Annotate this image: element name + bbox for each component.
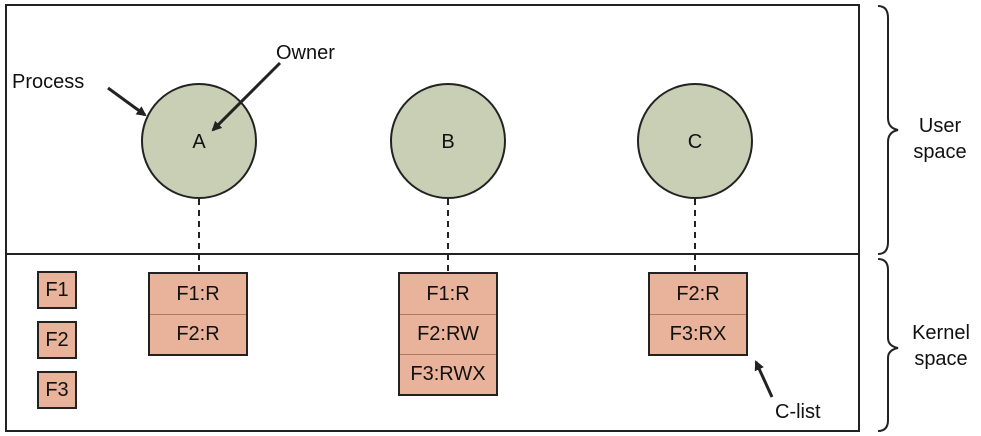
clist-c-entry: F3:RX bbox=[650, 314, 746, 354]
process-c-label: C bbox=[687, 131, 703, 153]
file-object-f2: F2 bbox=[37, 321, 77, 359]
kernel-space-line-2: space bbox=[914, 348, 968, 370]
file-object-f3: F3 bbox=[37, 371, 77, 409]
process-label: Process bbox=[12, 71, 85, 93]
clist-a: F1:R F2:R bbox=[148, 272, 248, 356]
process-b-circle bbox=[390, 83, 506, 199]
process-c-circle bbox=[637, 83, 753, 199]
process-a-label: A bbox=[192, 131, 206, 153]
clist-a-entry: F1:R bbox=[176, 282, 220, 305]
kernel-space-brace bbox=[877, 258, 899, 432]
user-space-line-1: User bbox=[918, 115, 962, 137]
file-object-f1: F1 bbox=[37, 271, 77, 309]
clist-b: F1:R F2:RW F3:RWX bbox=[398, 272, 498, 396]
clist-c: F2:R F3:RX bbox=[648, 272, 748, 356]
kernel-space-line-1: Kernel bbox=[912, 322, 970, 344]
kernel-space-region bbox=[5, 253, 860, 432]
user-space-label: User space bbox=[905, 113, 975, 165]
clist-b-entry: F1:R bbox=[426, 282, 470, 305]
clist-arrow bbox=[754, 360, 774, 398]
clist-b-entry: F2:RW bbox=[400, 314, 496, 354]
kernel-space-label: Kernel space bbox=[901, 320, 981, 372]
clist-a-entry: F2:R bbox=[150, 314, 246, 354]
clist-label: C-list bbox=[775, 401, 821, 423]
owner-label: Owner bbox=[276, 42, 335, 64]
owner-arrow bbox=[211, 61, 282, 132]
process-a-circle bbox=[141, 83, 257, 199]
process-b-label: B bbox=[441, 131, 455, 153]
user-space-line-2: space bbox=[913, 141, 967, 163]
clist-b-entry: F3:RWX bbox=[400, 354, 496, 394]
user-space-brace bbox=[877, 5, 899, 255]
process-arrow bbox=[107, 86, 147, 117]
clist-c-entry: F2:R bbox=[676, 282, 720, 305]
